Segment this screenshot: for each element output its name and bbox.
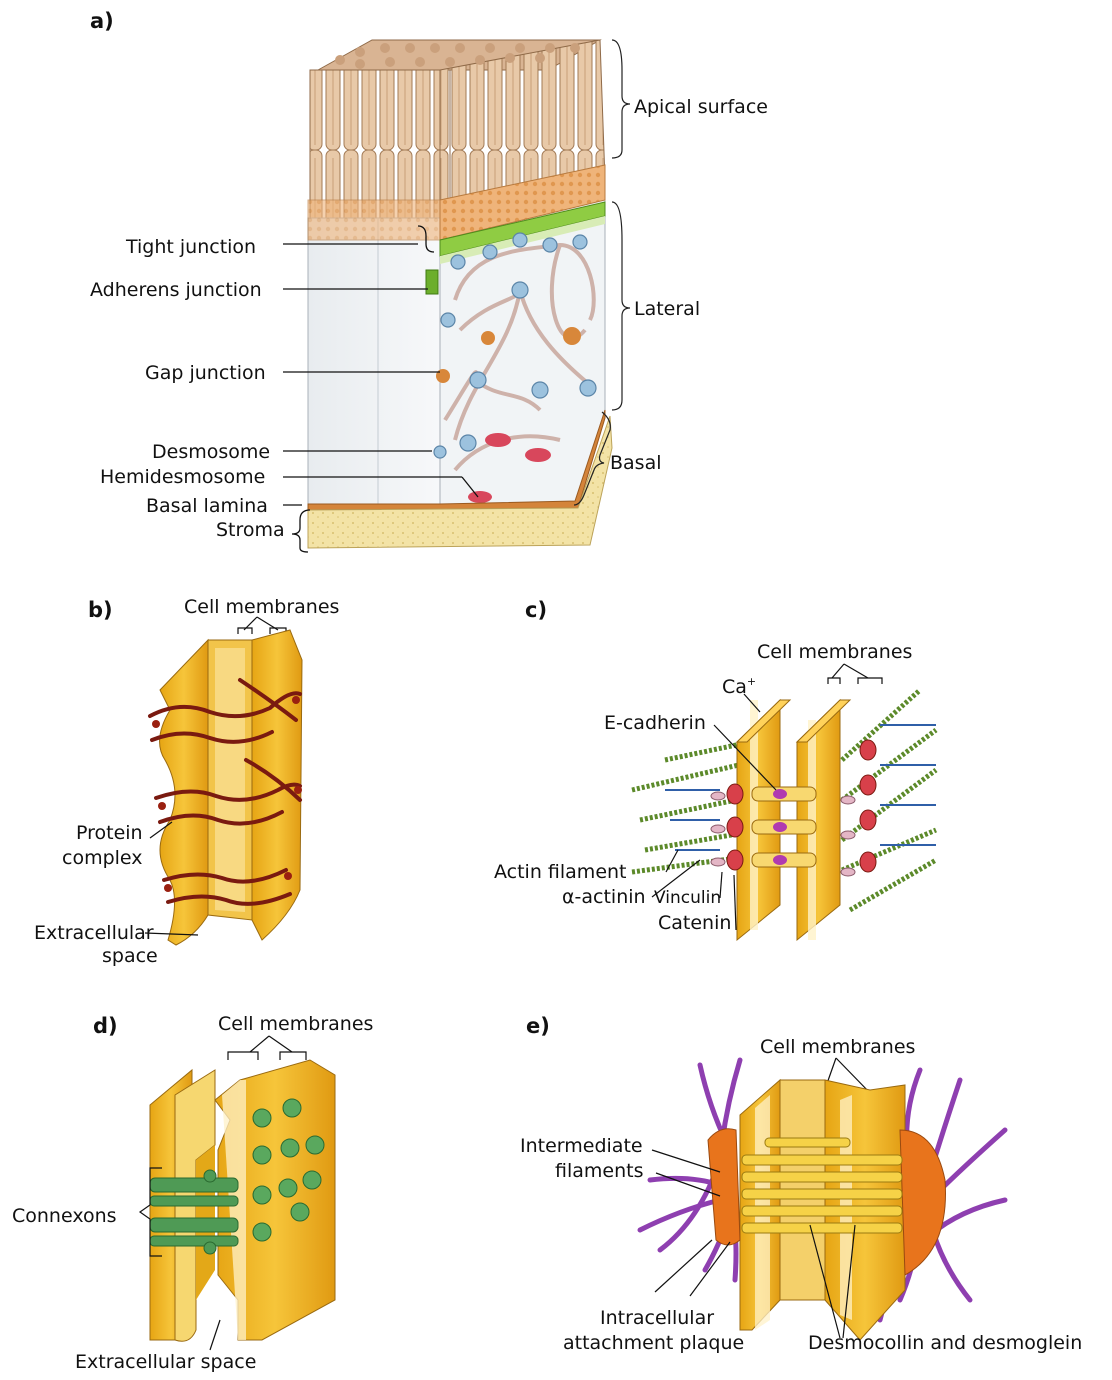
panel-a: a) [90, 9, 768, 552]
panel-e-letter: e) [526, 1014, 550, 1038]
d-extracellular-space-label: Extracellular space [75, 1351, 256, 1373]
tight-junction-label: Tight junction [125, 236, 256, 258]
protein-complex-label-1: Protein [76, 822, 143, 844]
panel-d-letter: d) [93, 1014, 118, 1038]
ca-superscript: + [747, 675, 756, 688]
panel-b-letter: b) [88, 598, 113, 622]
intermediate-filaments-label-1: Intermediate [520, 1135, 643, 1157]
apical-surface-label: Apical surface [634, 96, 768, 118]
d-leaders [210, 1320, 220, 1350]
panel-a-letter: a) [90, 9, 114, 33]
attachment-plaque-label-2: attachment plaque [563, 1332, 744, 1354]
alpha-actinin-label: α-actinin [562, 886, 646, 908]
gap-junction-illustration [150, 1060, 335, 1341]
attachment-plaque-label-1: Intracellular [600, 1307, 714, 1329]
panel-e: e) Cell membranes [520, 1014, 1082, 1354]
intermediate-filaments-label-2: filaments [555, 1160, 643, 1182]
desmocollin-desmoglein-label: Desmocollin and desmoglein [808, 1332, 1082, 1354]
protein-complex-label-2: complex [62, 847, 143, 869]
panel-c: c) Cell membranes [494, 598, 936, 940]
actin-filament-label: Actin filament [494, 861, 627, 883]
ca-label: Ca+ [722, 675, 756, 698]
extracellular-space-label-1: Extracellular [34, 922, 154, 944]
tight-junction-illustration [150, 630, 302, 945]
d-cell-membranes-label: Cell membranes [218, 1013, 373, 1035]
c-membrane-brackets [828, 664, 882, 684]
b-membrane-brackets [238, 617, 286, 634]
panel-b: b) Cell membranes [34, 596, 339, 967]
stroma-label: Stroma [216, 519, 285, 541]
hemidesmosome-label: Hemidesmosome [100, 466, 265, 488]
lateral-label: Lateral [634, 298, 700, 320]
basal-lamina-label: Basal lamina [146, 495, 268, 517]
panel-c-letter: c) [525, 598, 547, 622]
desmosome-label: Desmosome [152, 441, 270, 463]
catenin-label: Catenin [658, 912, 731, 934]
epithelial-cells-illustration [308, 165, 612, 548]
c-cell-membranes-label: Cell membranes [757, 641, 912, 663]
basal-label: Basal [610, 452, 662, 474]
ca-text: Ca [722, 676, 747, 698]
d-membrane-brackets [228, 1036, 306, 1060]
vinculin-label: Vinculin [654, 888, 721, 908]
adherens-junction-label: Adherens junction [90, 279, 262, 301]
connexons-label: Connexons [12, 1205, 117, 1227]
panel-d: d) Cell membranes [12, 1013, 373, 1373]
e-cell-membranes-label: Cell membranes [760, 1036, 915, 1058]
b-cell-membranes-label: Cell membranes [184, 596, 339, 618]
e-cadherin-label: E-cadherin [604, 712, 706, 734]
extracellular-space-label-2: space [102, 945, 158, 967]
desmosome-illustration [640, 1060, 1005, 1340]
gap-junction-label: Gap junction [145, 362, 266, 384]
